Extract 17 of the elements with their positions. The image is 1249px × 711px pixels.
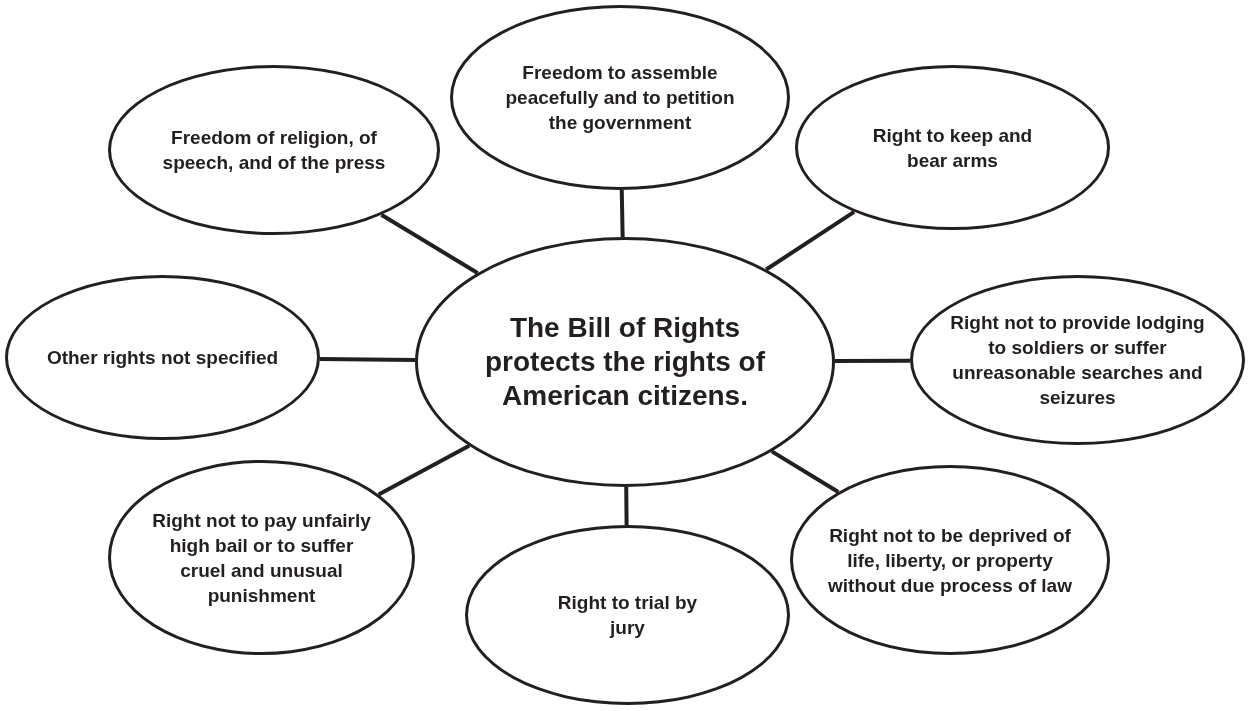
right-text: Freedom of religion, of speech, and of the press — [161, 126, 387, 175]
connector-line — [624, 487, 629, 526]
connector-line — [619, 189, 625, 238]
right-text: Right not to be deprived of life, liberty, or property without due process of law — [827, 523, 1073, 598]
right-text: Other rights not specified — [46, 346, 279, 370]
connector-line — [765, 210, 856, 272]
connector-line — [380, 213, 479, 275]
connector-line — [319, 357, 416, 362]
right-text: Right to trial by jury — [556, 591, 699, 640]
main-idea-text: The Bill of Rights protects the rights of American citizens. — [484, 311, 766, 413]
connector-line — [770, 449, 840, 494]
right-text: Right not to provide lodging to soldiers or suffer unreasonable searches and seizures — [949, 311, 1206, 410]
right-text: Freedom to assemble peacefully and to petition the government — [504, 61, 736, 135]
right-text: Right not to pay unfairly high bail or to suffer cruel and unusual punishment — [151, 508, 372, 608]
right-text: Right to keep and bear arms — [871, 123, 1034, 173]
connector-line — [377, 444, 471, 497]
connector-line — [835, 358, 910, 364]
